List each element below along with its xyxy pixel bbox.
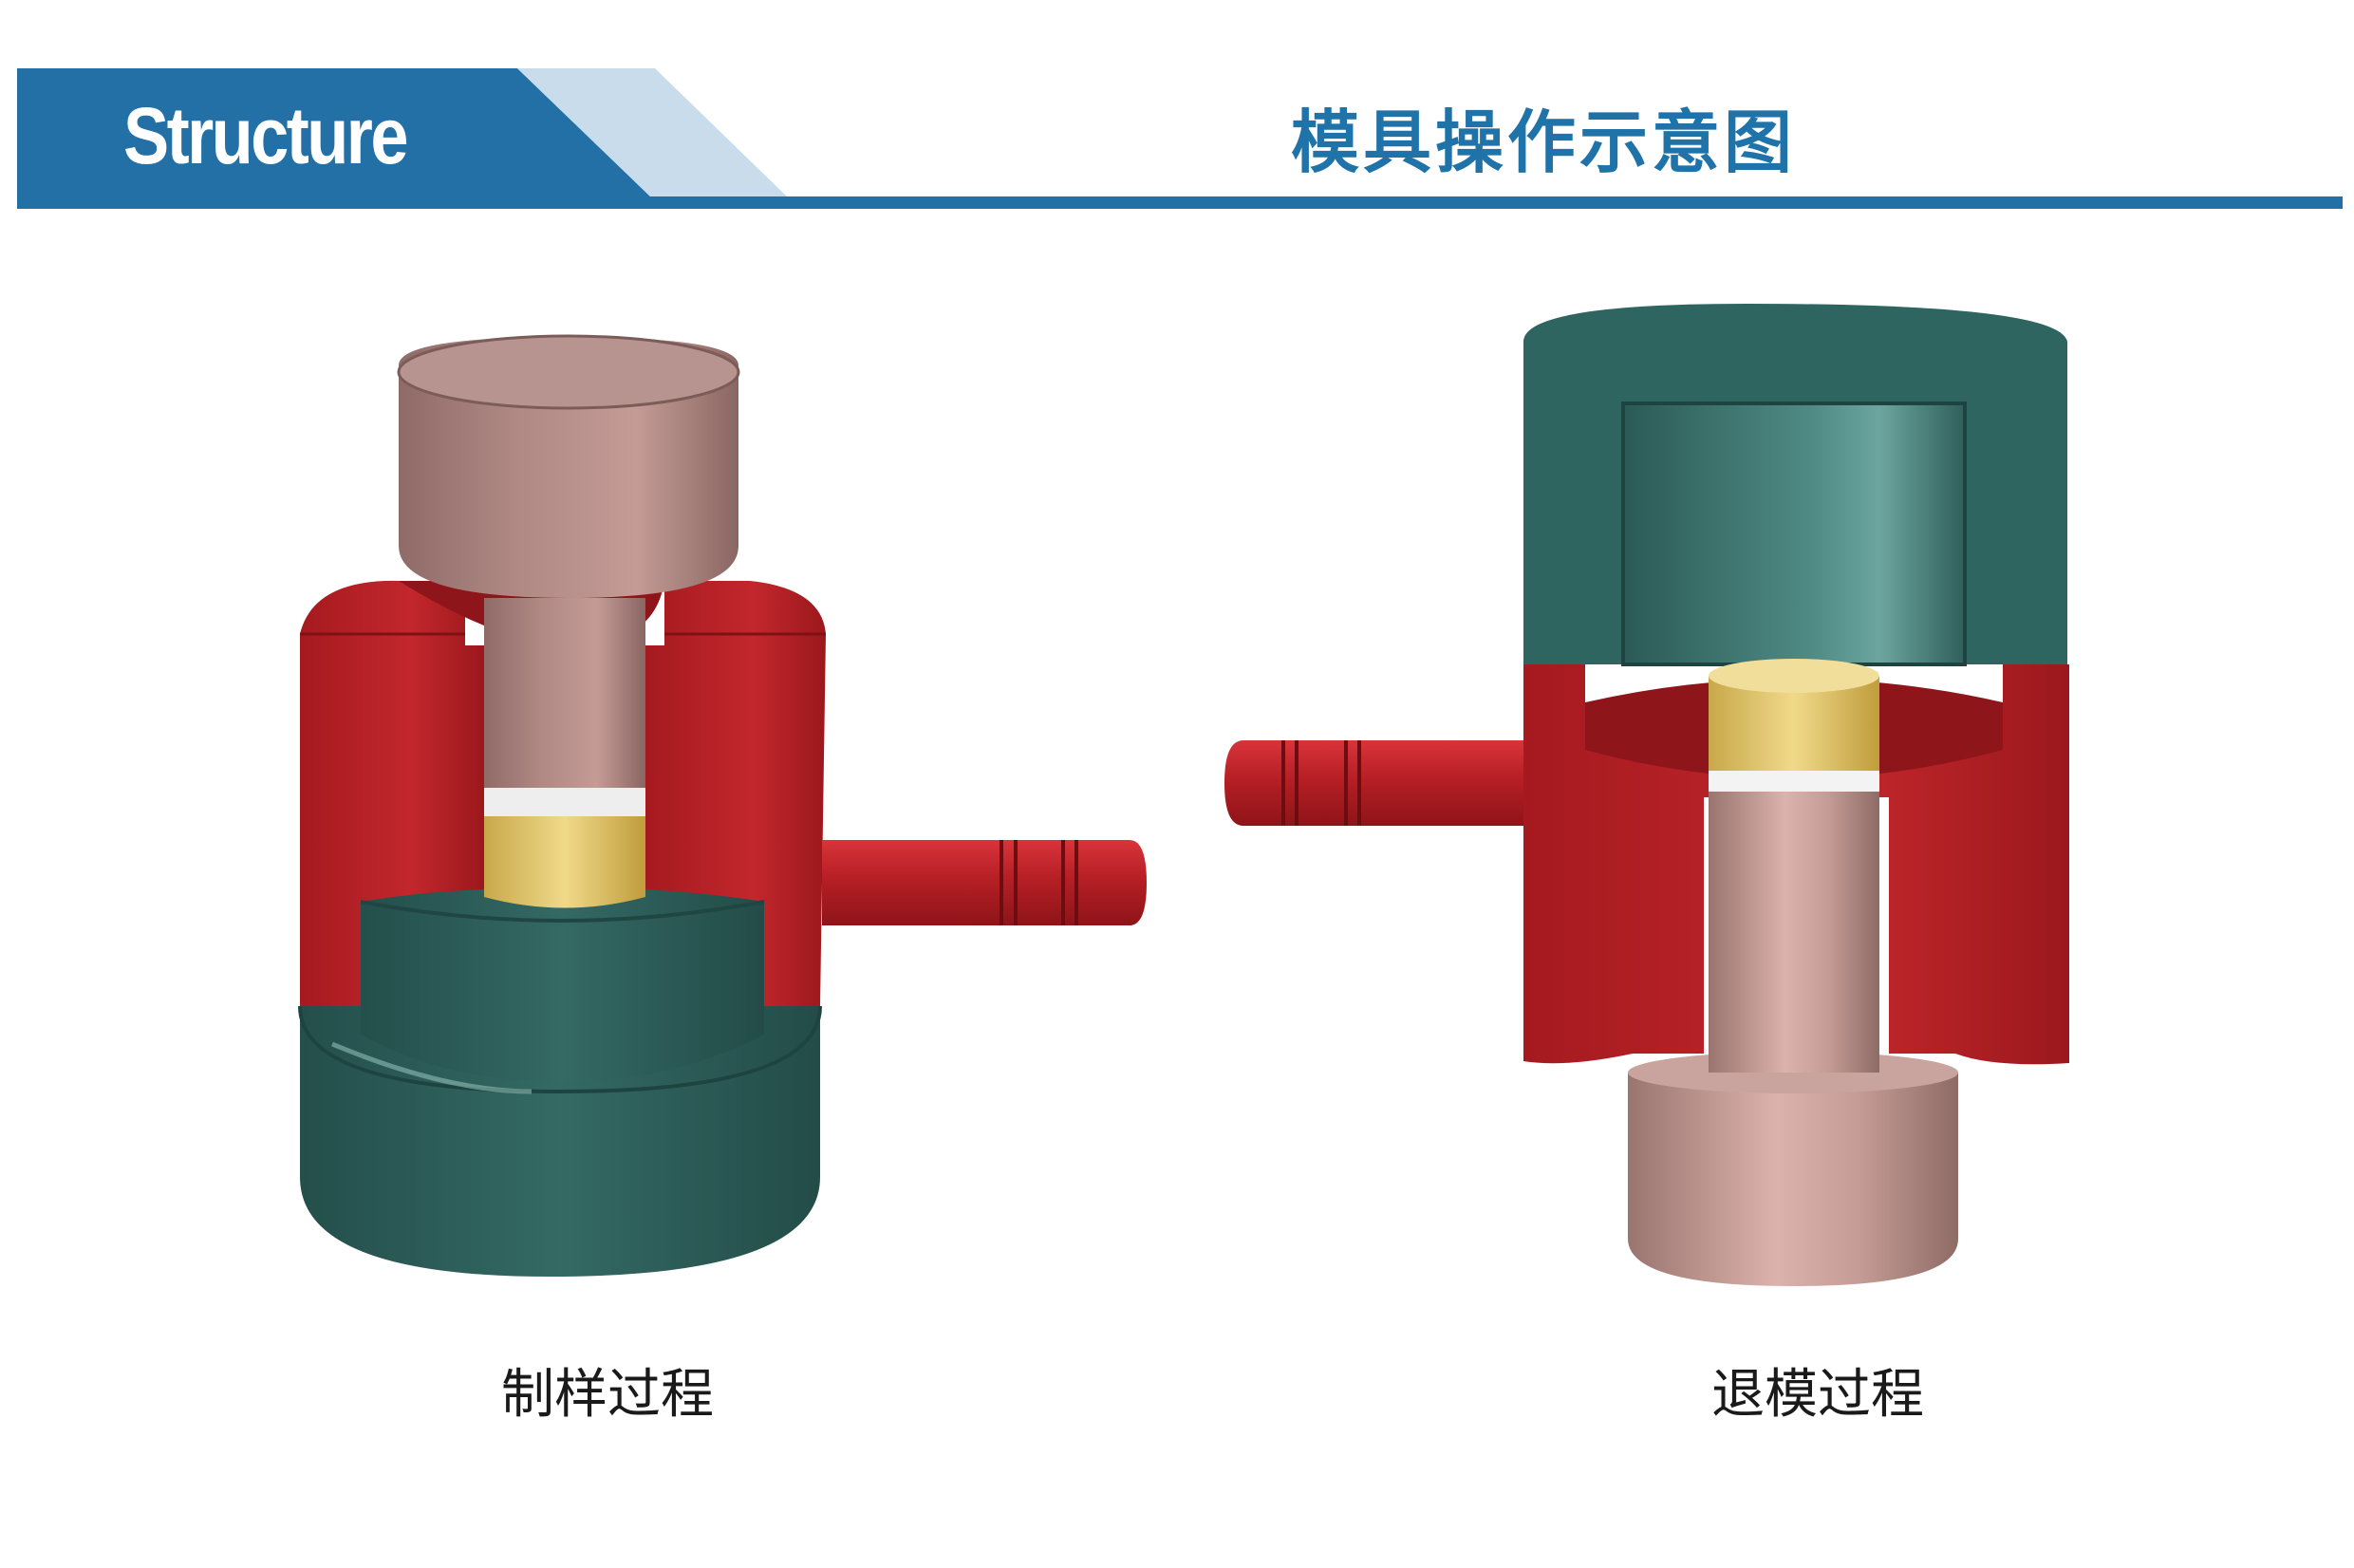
base-edge (298, 1005, 822, 1094)
anvil-edge (360, 900, 765, 923)
rod-grooves-right (1281, 740, 1361, 826)
banner-accent (517, 68, 788, 197)
banner-tab (17, 68, 651, 197)
ejector-rod-right (1224, 740, 1523, 826)
spacer-disc-right (1709, 771, 1879, 792)
banner-shape (17, 68, 2343, 209)
punch-head-top (397, 334, 740, 410)
sample-top (1709, 659, 1879, 693)
mold-assembly-press (298, 334, 1147, 1277)
sample-pellet-right (1709, 665, 1879, 771)
spacer-disc (484, 788, 645, 816)
punch-shaft (484, 598, 645, 793)
punch-shaft-right (1709, 788, 1879, 1073)
mold-assembly-demold (1224, 304, 2069, 1286)
ejector-rod (822, 840, 1147, 925)
page-title: 模具操作示意图 (1291, 103, 1797, 182)
sleeve-cavity (1621, 401, 1967, 666)
anvil (361, 887, 764, 1082)
header-banner: Structure 模具操作示意图 (0, 0, 2354, 228)
base-highlight (331, 1041, 532, 1094)
caption-sample-prep: 制样过程 (501, 1364, 714, 1426)
banner-rule (17, 196, 2343, 209)
base-block (300, 1006, 820, 1277)
punch-base (1628, 1073, 1958, 1286)
section-tag: Structure (123, 91, 408, 180)
rod-grooves (1000, 840, 1078, 925)
sample-pellet (484, 816, 645, 908)
caption-demold: 退模过程 (1711, 1364, 1924, 1426)
